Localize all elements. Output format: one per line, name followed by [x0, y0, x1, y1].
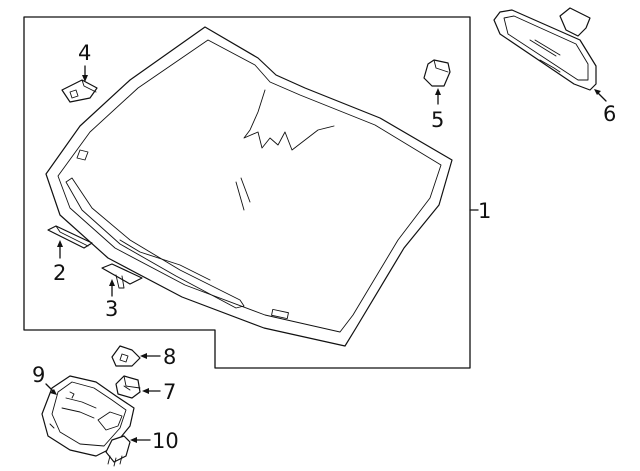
fastener-clip-icon[interactable]: [105, 435, 131, 467]
arrow-6: [594, 89, 601, 95]
arrow-5: [435, 88, 441, 95]
arrow-7: [142, 388, 149, 394]
retainer-clip-icon[interactable]: [115, 375, 141, 399]
arrow-8: [140, 353, 147, 359]
callout-3: 3: [105, 297, 118, 321]
callout-1: 1: [478, 199, 491, 223]
callout-7: 7: [163, 380, 176, 404]
callout-9: 9: [32, 363, 45, 387]
arrow-4: [82, 75, 88, 82]
assembly-group-outline: [23, 16, 471, 369]
callout-5: 5: [431, 108, 444, 132]
arrow-2: [57, 240, 63, 247]
mounting-bracket-icon[interactable]: [101, 263, 143, 289]
bracket-clip-icon[interactable]: [111, 345, 141, 367]
arrow-10: [130, 437, 137, 443]
callout-10: 10: [152, 429, 179, 453]
mirror-button-icon[interactable]: [423, 59, 451, 87]
sensor-clip-icon[interactable]: [61, 79, 98, 103]
callout-8: 8: [163, 345, 176, 369]
callout-4: 4: [78, 41, 91, 65]
rearview-mirror-icon[interactable]: [493, 7, 597, 91]
windshield-glass-icon[interactable]: [45, 26, 453, 347]
callout-6: 6: [603, 102, 616, 126]
callout-2: 2: [53, 261, 66, 285]
arrow-9: [50, 389, 57, 395]
molding-strip-icon[interactable]: [47, 225, 93, 249]
arrow-3: [109, 279, 115, 286]
